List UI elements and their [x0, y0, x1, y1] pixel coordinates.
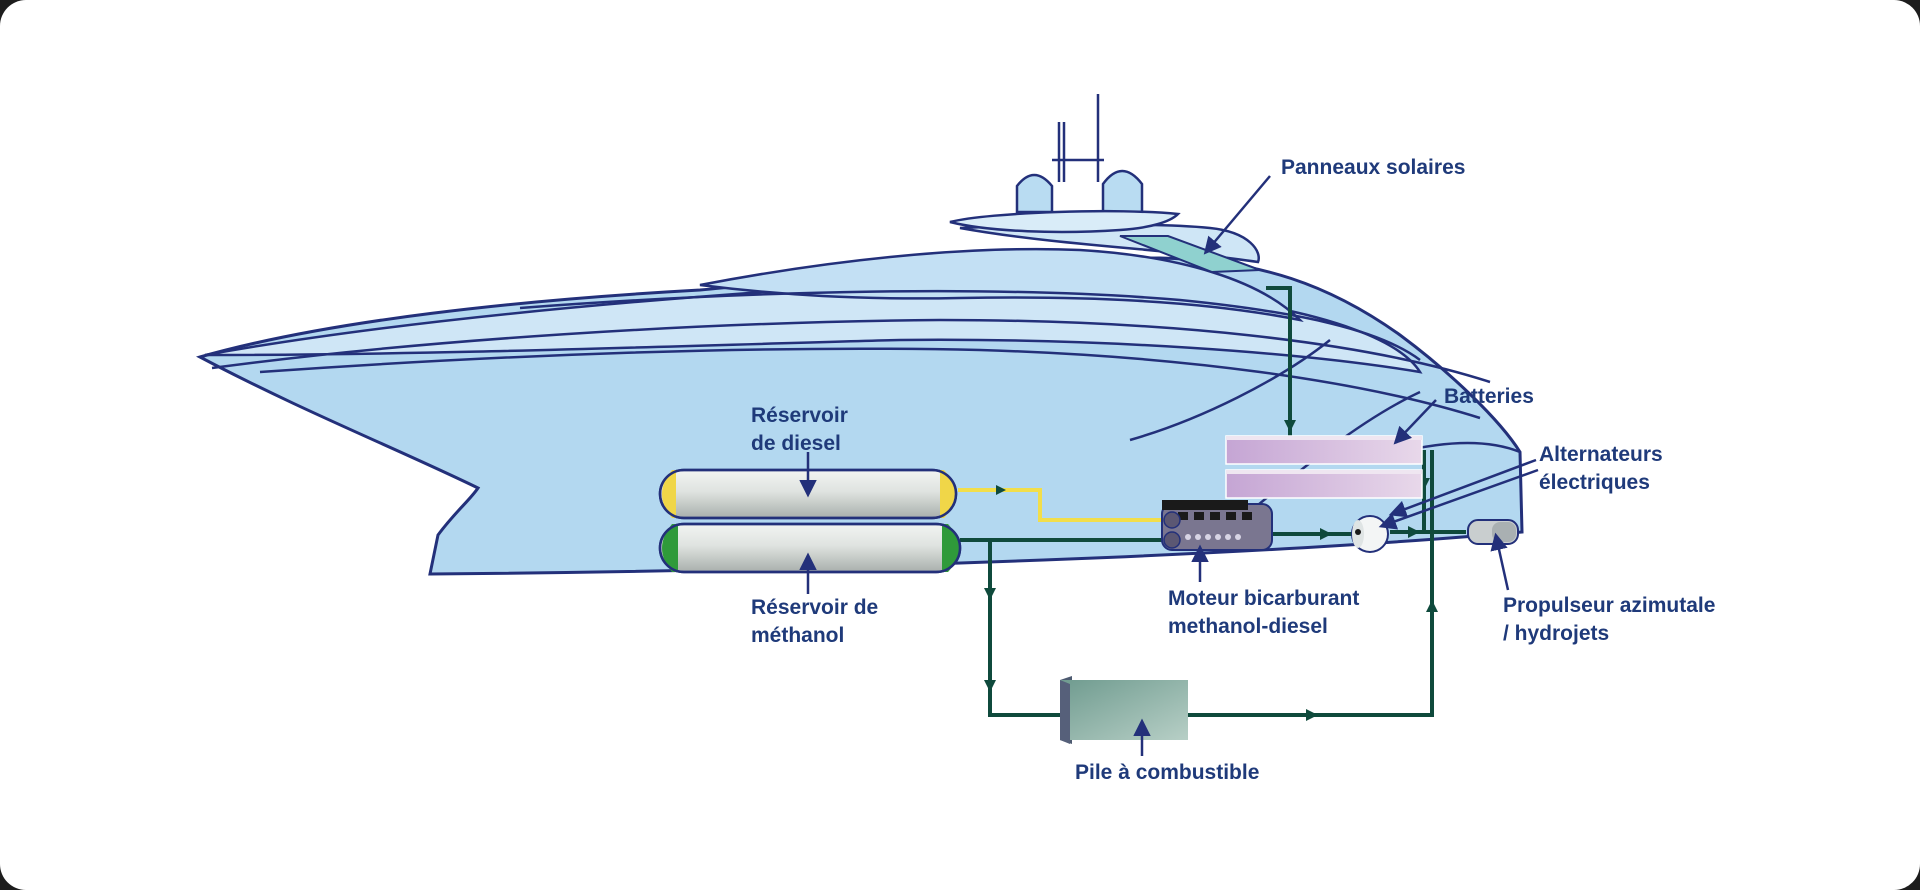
diesel-flow-arrow [996, 485, 1006, 495]
diesel-tank-line1: Réservoir [751, 404, 848, 427]
solar-panels-label: Panneaux solaires [1281, 154, 1465, 182]
alternators-line1: Alternateurs [1539, 443, 1663, 466]
solar-panels-text: Panneaux solaires [1281, 156, 1466, 179]
alternators-label: Alternateurs électriques [1539, 441, 1663, 497]
diesel-tank-label: Réservoir de diesel [751, 402, 848, 458]
propulsor-label: Propulseur azimutale / hydrojets [1503, 592, 1715, 648]
solar-panel [1119, 235, 1261, 274]
deck-middle [699, 247, 1304, 323]
propulsor-line2: / hydrojets [1503, 622, 1610, 645]
methanol-tank-label: Réservoir de méthanol [751, 594, 878, 650]
fuel-cell [1060, 676, 1188, 744]
dual-fuel-engine [1161, 500, 1273, 551]
mast [1052, 94, 1104, 182]
radar-dome-right [1101, 169, 1144, 214]
propulsor [1467, 519, 1519, 545]
fuel-cell-label: Pile à combustible [1075, 759, 1259, 787]
batteries [1225, 435, 1423, 499]
engine-line2: methanol-diesel [1168, 615, 1328, 638]
methanol-tank [658, 522, 962, 574]
methanol-tank-line1: Réservoir de [751, 596, 879, 619]
methanol-tank-line2: méthanol [751, 624, 845, 647]
methanol-flow-arrows [984, 420, 1438, 721]
alternator [1351, 515, 1389, 553]
label-pointers [799, 175, 1539, 756]
propulsor-line1: Propulseur azimutale [1503, 594, 1716, 617]
radar-dome-left [1015, 173, 1054, 214]
diesel-tank-line2: de diesel [751, 432, 841, 455]
batteries-text: Batteries [1444, 385, 1534, 408]
flybridge [949, 209, 1181, 234]
fuel-cell-text: Pile à combustible [1075, 761, 1260, 784]
engine-label: Moteur bicarburant methanol-diesel [1168, 585, 1359, 641]
batteries-label: Batteries [1444, 383, 1534, 411]
alternators-line2: électriques [1539, 471, 1650, 494]
engine-line1: Moteur bicarburant [1168, 587, 1360, 610]
